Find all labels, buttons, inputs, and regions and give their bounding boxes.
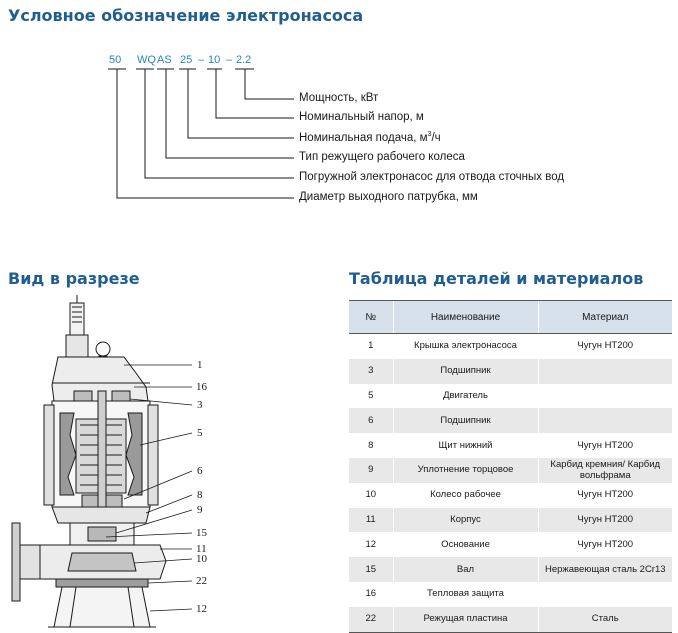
cell-name: Двигатель: [392, 383, 538, 409]
cell-number: 5: [368, 390, 374, 402]
cell-material: Чугун HT200: [537, 433, 672, 458]
callout-16: 16: [196, 381, 207, 393]
cell-material: Карбид кремния/ Карбид вольфрама: [537, 457, 672, 483]
desc-pump-type: Погружной электронасос для отвода сточны…: [299, 171, 565, 183]
header-material: Материал: [537, 300, 672, 334]
code-part-as: AS: [157, 54, 172, 66]
pump-cross-section-drawing: [11, 295, 193, 628]
cell-name: Корпус: [392, 507, 538, 533]
cell-material: Чугун HT200: [537, 507, 672, 533]
cell-number: 3: [349, 358, 393, 384]
cell-number: 1: [368, 340, 374, 352]
cell-number: 12: [365, 538, 377, 550]
desc-outlet-diameter: Диаметр выходного патрубка, мм: [299, 191, 478, 203]
cell-number: 9: [349, 457, 393, 483]
cell-name: Уплотнение торцовое: [392, 457, 538, 483]
cell-name: Подшипник: [392, 408, 538, 434]
cell-number: 8: [368, 439, 374, 451]
cell-number: 11: [349, 507, 393, 533]
desc-impeller-type: Тип режущего рабочего колеса: [299, 151, 465, 163]
cell-material: [537, 358, 672, 384]
desc-power: Мощность, кВт: [299, 92, 379, 104]
cell-material: Сталь: [537, 606, 672, 633]
cell-number: 6: [349, 408, 393, 434]
cell-number: 15: [349, 557, 393, 582]
parts-table-title: Таблица деталей и материалов: [349, 269, 644, 288]
cell-name: Подшипник: [392, 358, 538, 384]
designation-title: Условное обозначение электронасоса: [8, 6, 364, 25]
callout-1: 1: [197, 359, 203, 371]
callout-12: 12: [196, 603, 207, 615]
cell-material: [537, 383, 672, 409]
cell-name: Колесо рабочее: [392, 482, 538, 508]
callout-11: 11: [196, 543, 207, 555]
code-part-50: 50: [109, 54, 122, 66]
cell-number: 22: [349, 606, 393, 633]
cell-material: [537, 581, 672, 607]
header-number: №: [349, 300, 393, 334]
callout-6: 6: [197, 465, 203, 477]
callout-3: 3: [197, 399, 203, 411]
cell-name: Щит нижний: [392, 433, 538, 458]
cell-name: Режущая пластина: [392, 606, 538, 633]
cell-number: 10: [365, 489, 377, 501]
code-part-10: 10: [208, 54, 221, 66]
cell-material: Чугун HT200: [537, 333, 672, 359]
designation-bracket-lines: [108, 68, 294, 199]
code-dash-1: –: [198, 54, 205, 66]
header-name: Наименование: [392, 300, 538, 334]
table-row: 16 Тепловая защита: [349, 581, 672, 607]
callout-15: 15: [196, 527, 207, 539]
callout-5: 5: [197, 427, 203, 439]
desc-head: Номинальный напор, м: [299, 111, 424, 123]
cell-material: Чугун HT200: [537, 482, 672, 508]
section-view-title: Вид в разрезе: [8, 269, 140, 288]
desc-flow: Номинальная подача, м3/ч: [299, 131, 441, 144]
callout-9: 9: [197, 504, 203, 516]
callout-22: 22: [196, 575, 207, 587]
table-row: 5 Двигатель: [349, 383, 672, 409]
cell-name: Крышка электронасоса: [392, 333, 538, 359]
code-part-25: 25: [180, 54, 193, 66]
callout-8: 8: [197, 489, 203, 501]
cell-name: Тепловая защита: [392, 581, 538, 607]
callout-10: 10: [196, 553, 207, 565]
cell-name: Основание: [392, 532, 538, 558]
parts-table-header: № Наименование Материал: [349, 300, 672, 334]
parts-table: № Наименование Материал 1 Крышка электрон…: [349, 300, 672, 633]
cell-material: [537, 408, 672, 434]
code-part-power: 2.2: [236, 54, 252, 66]
cell-name: Вал: [392, 557, 538, 582]
cell-number: 16: [365, 588, 377, 600]
code-part-wq: WQ: [137, 54, 156, 66]
cell-material: Нержавеющая сталь 2Cr13: [537, 557, 672, 582]
cell-material: Чугун HT200: [537, 532, 672, 558]
code-dash-2: –: [226, 54, 233, 66]
